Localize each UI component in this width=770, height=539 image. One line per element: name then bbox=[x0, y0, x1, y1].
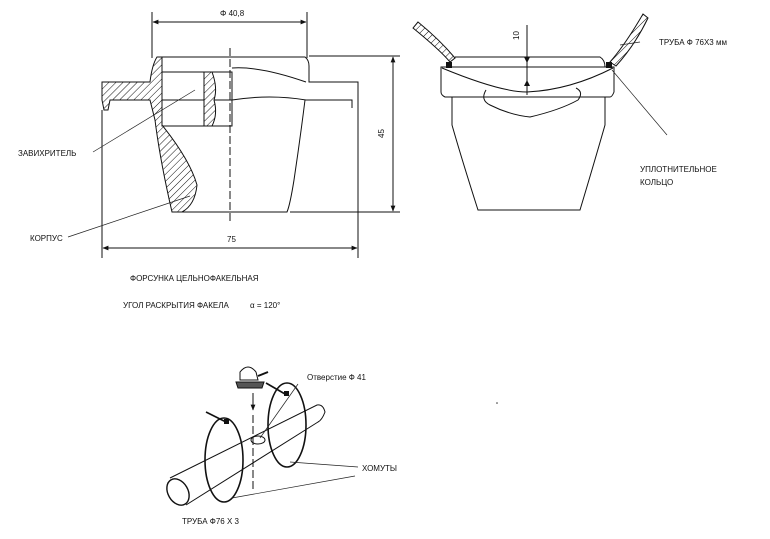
swirler-outline bbox=[161, 71, 233, 127]
body-label: КОРПУС bbox=[30, 234, 63, 243]
pipe-wall-left bbox=[412, 21, 456, 63]
clamp-lock-left bbox=[224, 419, 229, 424]
hole-leader bbox=[259, 383, 299, 439]
angle-label: УГОЛ РАСКРЫТИЯ ФАКЕЛА bbox=[123, 301, 230, 310]
nozzle-top bbox=[455, 56, 606, 68]
swirler-section-hatch bbox=[203, 71, 217, 127]
pipe-leader bbox=[619, 41, 641, 46]
seal-ring-right bbox=[606, 62, 612, 68]
body-leader bbox=[67, 195, 191, 238]
clamps-leader-1 bbox=[289, 461, 359, 468]
mounting-view: Отверстие Ф 41 ХОМУТЫ ТРУБА Ф76 Х 3 bbox=[166, 366, 498, 526]
nozzle-icon bbox=[235, 366, 269, 389]
nozzle-inner-outline bbox=[231, 67, 353, 108]
pipe-label: ТРУБА Ф 76Х3 мм bbox=[659, 38, 727, 47]
clamp-handle-right bbox=[265, 382, 286, 395]
clamp-left bbox=[204, 417, 244, 503]
nozzle-inlet bbox=[483, 87, 582, 118]
pipe-label: ТРУБА Ф76 Х 3 bbox=[182, 517, 240, 526]
pipe-hole bbox=[250, 435, 266, 445]
width-label: 75 bbox=[227, 235, 236, 244]
clamp-lock-right bbox=[284, 391, 289, 396]
hole-label: Отверстие Ф 41 bbox=[307, 373, 367, 382]
clamps-leader-2 bbox=[231, 475, 356, 499]
swirler-label: ЗАВИХРИТЕЛЬ bbox=[18, 149, 76, 158]
drawing-title: ФОРСУНКА ЦЕЛЬНОФАКЕЛЬНАЯ bbox=[130, 274, 259, 283]
clamp-right bbox=[267, 382, 307, 468]
seal-ring-left bbox=[446, 62, 452, 68]
body-outline bbox=[172, 99, 306, 213]
pipe-end bbox=[166, 478, 190, 506]
side-section-view: Φ 40,8 45 75 ЗАВИХРИТЕЛЬ КОРПУС ФОРСУНКА… bbox=[18, 9, 400, 310]
stray-dot bbox=[496, 402, 498, 404]
swirler-leader bbox=[92, 89, 196, 153]
seal-band bbox=[440, 66, 615, 98]
nozzle-top-outline bbox=[157, 56, 359, 108]
seal-label-line1: УПЛОТНИТЕЛЬНОЕ bbox=[640, 165, 717, 174]
angle-value: α = 120° bbox=[250, 301, 280, 310]
body-section-hatch bbox=[101, 56, 198, 213]
seal-label-line2: КОЛЬЦО bbox=[640, 178, 673, 187]
height-label: 45 bbox=[377, 129, 386, 138]
diameter-label: Φ 40,8 bbox=[220, 9, 245, 18]
depth-label: 10 bbox=[512, 31, 521, 40]
depth-arrows bbox=[524, 57, 530, 86]
pipe-wall-right bbox=[609, 13, 649, 67]
seal-leader bbox=[611, 69, 668, 136]
clamps-label: ХОМУТЫ bbox=[362, 464, 397, 473]
pipe-body bbox=[169, 404, 326, 506]
installed-view: 10 ТРУБА Ф 76Х3 мм УПЛОТНИТЕЛЬНОЕ КОЛЬЦО bbox=[412, 13, 727, 211]
nozzle-body bbox=[451, 97, 606, 211]
clamp-handle-left bbox=[205, 411, 227, 423]
